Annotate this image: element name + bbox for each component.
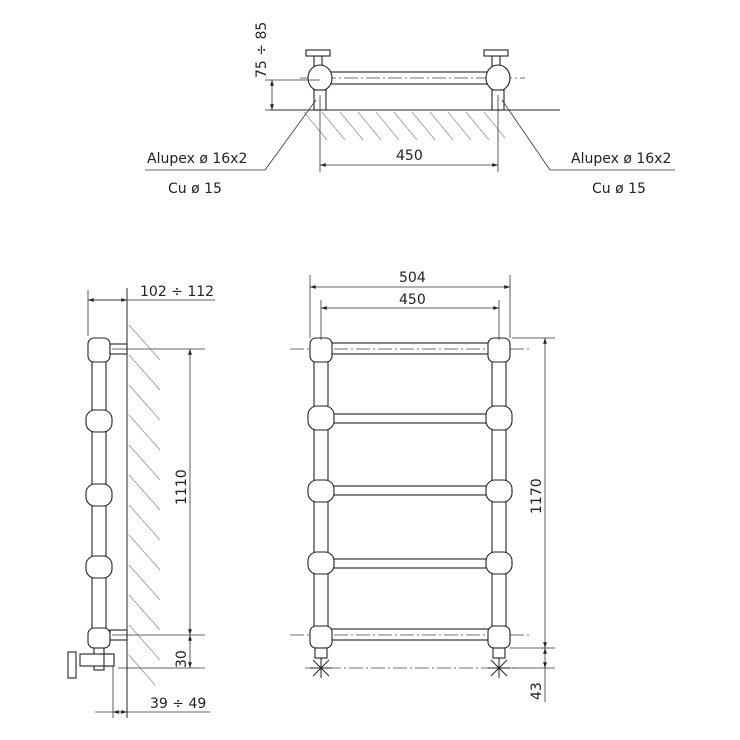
front-height-dimension: 1170 — [510, 337, 555, 649]
top-view: 75 ÷ 85 450 Alupex ø 16x2 Cu ø 15 Alupex… — [145, 22, 675, 197]
top-rail — [300, 49, 525, 111]
side-bottom-label: 30 — [174, 650, 190, 668]
front-left-column — [307, 337, 335, 678]
right-pipe-callout: Alupex ø 16x2 Cu ø 15 — [501, 99, 675, 197]
front-total-width-label: 504 — [399, 270, 426, 286]
side-wall-distance-dimension: 102 ÷ 112 — [87, 284, 215, 336]
front-axis-width-dimension: 450 — [320, 292, 500, 340]
left-cu-label: Cu ø 15 — [168, 181, 222, 197]
top-wall-hatch — [270, 109, 560, 141]
front-bottom-dimension: 43 — [512, 648, 555, 702]
side-valve-offset-label: 39 ÷ 49 — [150, 696, 206, 712]
top-spacing-label: 450 — [396, 148, 423, 164]
front-height-label: 1170 — [529, 478, 545, 514]
right-cu-label: Cu ø 15 — [592, 181, 646, 197]
side-height-label: 1110 — [174, 469, 190, 505]
side-wall-distance-label: 102 ÷ 112 — [140, 284, 214, 300]
top-spacing-dimension: 450 — [319, 95, 499, 172]
right-pipe-label: Alupex ø 16x2 — [571, 151, 671, 167]
side-height-dimension: 1110 — [112, 348, 205, 636]
front-bottom-label: 43 — [529, 682, 545, 700]
top-height-dimension: 75 ÷ 85 — [254, 22, 320, 111]
side-wall-hatch — [126, 288, 161, 718]
side-column — [67, 337, 128, 679]
front-total-width-dimension: 504 — [309, 270, 511, 338]
left-pipe-callout: Alupex ø 16x2 Cu ø 15 — [145, 99, 317, 197]
front-view: 504 450 1170 43 — [290, 270, 555, 702]
top-height-label: 75 ÷ 85 — [254, 22, 270, 78]
left-pipe-label: Alupex ø 16x2 — [147, 151, 247, 167]
side-view: 102 ÷ 112 1110 30 39 ÷ 49 — [67, 284, 215, 718]
front-axis-width-label: 450 — [399, 292, 426, 308]
front-right-column — [485, 337, 513, 678]
side-valve-offset-dimension: 39 ÷ 49 — [95, 666, 210, 718]
side-bottom-dimension: 30 — [118, 635, 205, 669]
